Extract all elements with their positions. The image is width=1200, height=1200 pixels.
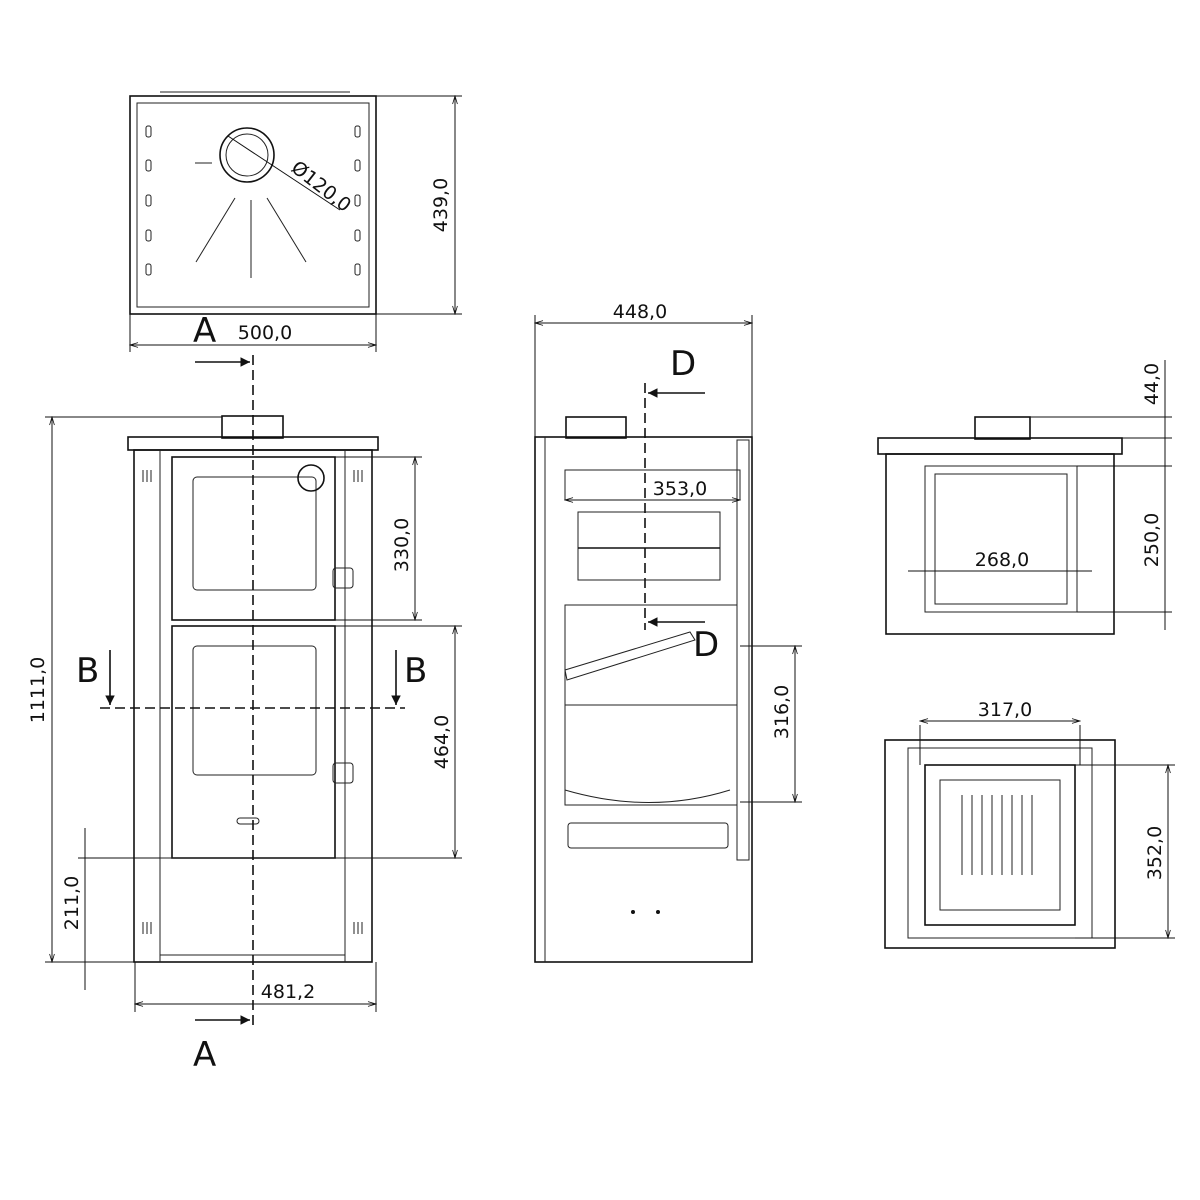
- section-b-right-label: B: [404, 651, 427, 691]
- base-dimension: 211,0: [61, 876, 83, 930]
- width-dimension: 500,0: [238, 322, 292, 344]
- top-view: Ø120,0 439,0 500,0: [130, 91, 462, 352]
- section-d-top-label: D: [670, 344, 696, 384]
- top-height-dimension: 44,0: [1141, 363, 1163, 405]
- side-depth-dimension: 448,0: [613, 301, 667, 323]
- firebox-depth-dimension: 352,0: [1144, 826, 1166, 880]
- oven-height-dimension: 250,0: [1141, 513, 1163, 567]
- lower-door-dimension: 464,0: [431, 715, 453, 769]
- side-section-view: D D 448,0 353,0 316,0: [535, 301, 802, 963]
- oven-inner-width-dimension: 268,0: [975, 549, 1029, 571]
- upper-door-dimension: 330,0: [391, 518, 413, 572]
- section-a-bottom-label: A: [193, 1035, 216, 1075]
- flue-diameter-label: Ø120,0: [287, 157, 355, 217]
- oven-width-dimension: 353,0: [653, 478, 707, 500]
- section-b-left-label: B: [76, 651, 99, 691]
- firebox-width-dimension: 317,0: [978, 699, 1032, 721]
- front-width-dimension: 481,2: [261, 981, 315, 1003]
- firebox-height-dimension: 316,0: [771, 685, 793, 739]
- section-d-view: 268,0 44,0 250,0: [877, 360, 1172, 635]
- height-dimension: 1111,0: [27, 657, 49, 723]
- section-a-top-label: A: [193, 311, 216, 351]
- section-b-view: 317,0 352,0: [884, 699, 1175, 949]
- flue-outlet: [219, 127, 275, 183]
- section-d-bottom-label: D: [693, 625, 719, 665]
- front-view: A A B B 1111,0 330,0 464,0 211,0 481,2: [27, 311, 462, 1075]
- depth-dimension: 439,0: [430, 178, 452, 232]
